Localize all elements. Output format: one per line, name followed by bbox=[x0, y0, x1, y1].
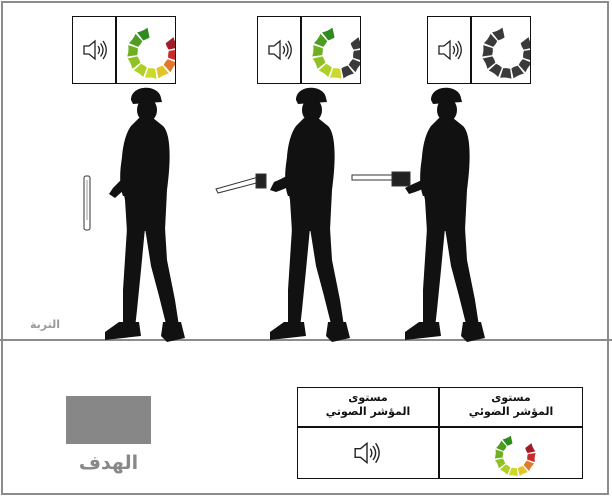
target-label: الهدف bbox=[66, 452, 151, 474]
legend-divider-horizontal bbox=[298, 426, 582, 428]
legend-audio-header-line1: مستوى bbox=[298, 391, 438, 405]
operator-figure-2 bbox=[270, 88, 350, 342]
legend-divider-vertical bbox=[438, 388, 440, 478]
legend-audio-header: مستوى المؤشر الصوتي bbox=[298, 391, 438, 419]
legend-light-header-line2: المؤشر الضوئي bbox=[441, 405, 581, 419]
operator-figure-1 bbox=[105, 88, 185, 342]
meter-segment bbox=[509, 468, 518, 476]
detector-2 bbox=[216, 174, 266, 193]
detector-3 bbox=[352, 172, 410, 186]
arc-meter-icon bbox=[488, 432, 536, 478]
legend-table: مستوى المؤشر الصوتي مستوى المؤشر الضوئي bbox=[297, 387, 583, 479]
ground-label: التربة bbox=[30, 318, 60, 331]
operator-figure-3 bbox=[405, 88, 485, 342]
legend-light-header: مستوى المؤشر الضوئي bbox=[441, 391, 581, 419]
legend-audio-header-line2: المؤشر الصوتي bbox=[298, 405, 438, 419]
speaker-icon bbox=[350, 439, 384, 467]
meter-segment bbox=[527, 453, 535, 462]
meter-segment bbox=[495, 450, 503, 459]
meter-segment bbox=[525, 443, 535, 453]
target-block bbox=[66, 396, 151, 444]
detector-1 bbox=[84, 176, 90, 230]
legend-light-header-line1: مستوى bbox=[441, 391, 581, 405]
